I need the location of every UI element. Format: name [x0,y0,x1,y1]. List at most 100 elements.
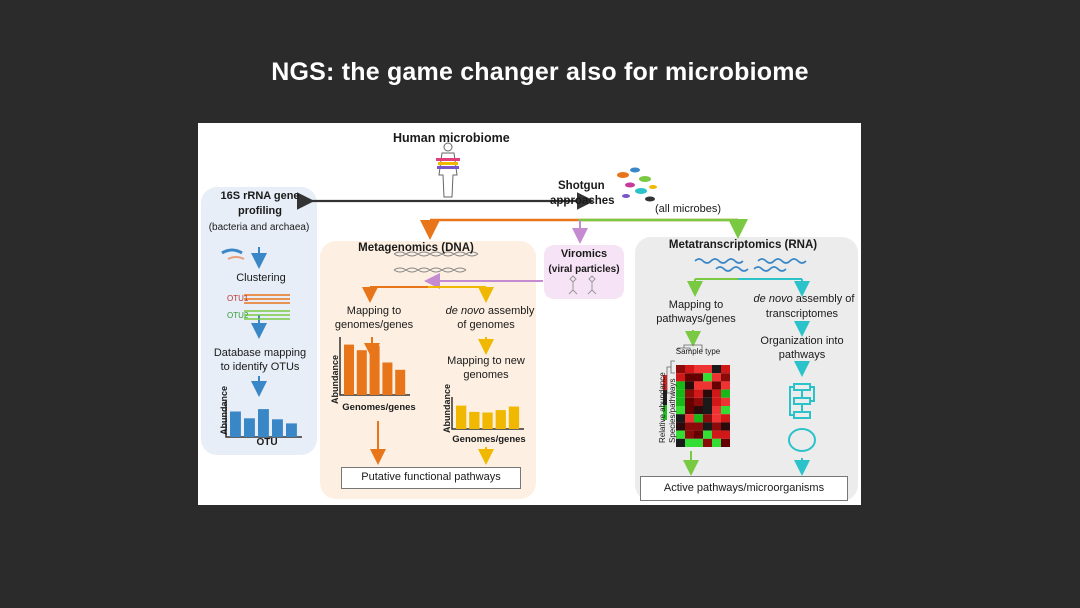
heatmap-cell [676,414,685,423]
viromics-subtitle: (viral particles) [548,264,620,275]
chart-bar [244,418,255,437]
rrna-title-1: 16S rRNA gene [220,190,300,202]
heatmap-cell [703,430,712,439]
dna-strand-icon [393,251,479,273]
mt-org-line2: pathways [778,349,826,361]
mg-xlabel-1: Genomes/genes [342,402,416,413]
mt-denovo-line2: transcriptomes [765,308,839,320]
mt-denovo-line1: de novo assembly of [753,293,855,305]
mg-denovo-line1: de novo assembly [445,305,535,317]
heatmap-cell [685,430,694,439]
heatmap-cell [712,373,721,382]
heatmap-cell [694,365,703,374]
otu-abundance-chart [225,401,302,438]
heatmap-cell [721,381,730,390]
chart-bar [456,405,467,429]
chart-bar [382,362,393,395]
mt-map-line1: Mapping to [668,299,724,311]
heatmap-cell [712,365,721,374]
color-scale-bar [663,375,667,420]
heatmap-cell [685,438,694,447]
db-mapping-line1: Database mapping [213,347,307,359]
heatmap-cell [721,430,730,439]
heatmap-cell [676,381,685,390]
heatmap-cell [694,406,703,415]
db-mapping-line2: to identify OTUs [220,361,300,373]
heatmap-cell [703,414,712,423]
heatmap-cell [694,389,703,398]
heatmap-cell [721,389,730,398]
heatmap-cell [721,406,730,415]
heatmap-cell [712,389,721,398]
heatmap-cell [676,406,685,415]
heatmap-cell [676,365,685,374]
mg-map-line1: Mapping to [346,305,402,317]
mg-mapnew-line2: genomes [463,369,509,381]
pathway-icon [788,383,816,452]
heatmap-cell [712,422,721,431]
chart-bar [230,411,241,437]
metatranscriptomics-panel [635,237,858,501]
mapped-abundance-chart [339,337,410,396]
mg-ylabel-2: Abundance [442,383,452,433]
microbes-icon [617,167,657,202]
heatmap-cell [694,438,703,447]
heatmap [676,365,730,447]
chart-bar [369,345,380,395]
heatmap-cell [712,381,721,390]
heatmap-cell [694,397,703,406]
heatmap-cell [676,422,685,431]
chart-bar [356,350,367,395]
heatmap-cell [694,430,703,439]
rrna-flow [221,247,290,397]
rrna-ylabel: Abundance [219,385,229,435]
heatmap-cell [685,397,694,406]
slide-title: NGS: the game changer also for microbiom… [271,58,809,86]
human-figure-icon [436,142,460,198]
putative-pathways-box: Putative functional pathways [341,467,521,489]
clustering-label: Clustering [236,272,286,284]
heatmap-cell [685,422,694,431]
shotgun-label-2: approaches [550,195,615,207]
heatmap-cell [676,389,685,398]
relative-abundance-label: Relative abundance [658,372,667,443]
heatmap-cell [685,406,694,415]
heatmap-cell [721,397,730,406]
heatmap-cell [712,430,721,439]
heatmap-cell [712,397,721,406]
otu1-tag: OTU1 [227,294,249,303]
mg-map-line2: genomes/genes [334,319,414,331]
heatmap-cell [703,438,712,447]
chart-bar [395,369,406,395]
heatmap-cell [676,430,685,439]
mt-org-line1: Organization into [760,335,844,347]
active-pathways-box: Active pathways/microorganisms [640,476,848,501]
heatmap-cell [721,414,730,423]
heatmap-cell [685,381,694,390]
rrna-subtitle: (bacteria and archaea) [208,222,310,233]
chart-bar [495,410,506,429]
chart-bar [508,406,520,429]
mg-ylabel-1: Abundance [330,354,340,404]
heatmap-cell [694,373,703,382]
microbiome-diagram: Human microbiome Shotgun approaches (all… [198,123,861,505]
chart-bar [482,412,493,429]
rna-strand-icon [694,258,807,272]
heatmap-cell [703,373,712,382]
chart-bar [469,411,480,429]
mg-xlabel-2: Genomes/genes [452,434,526,445]
human-microbiome-label: Human microbiome [393,131,510,145]
metatranscriptomics-title: Metatranscriptomics (RNA) [668,239,818,251]
sample-type-label: Sample type [675,347,721,356]
mt-map-line2: pathways/genes [656,313,736,325]
diagram-graphics [221,142,816,476]
rrna-xlabel: OTU [256,437,278,448]
heatmap-cell [676,373,685,382]
heatmap-cell [703,381,712,390]
heatmap-cell [676,438,685,447]
viromics-panel [544,245,624,299]
heatmap-cell [721,422,730,431]
heatmap-cell [703,365,712,374]
viromics-title: Viromics [560,248,608,260]
